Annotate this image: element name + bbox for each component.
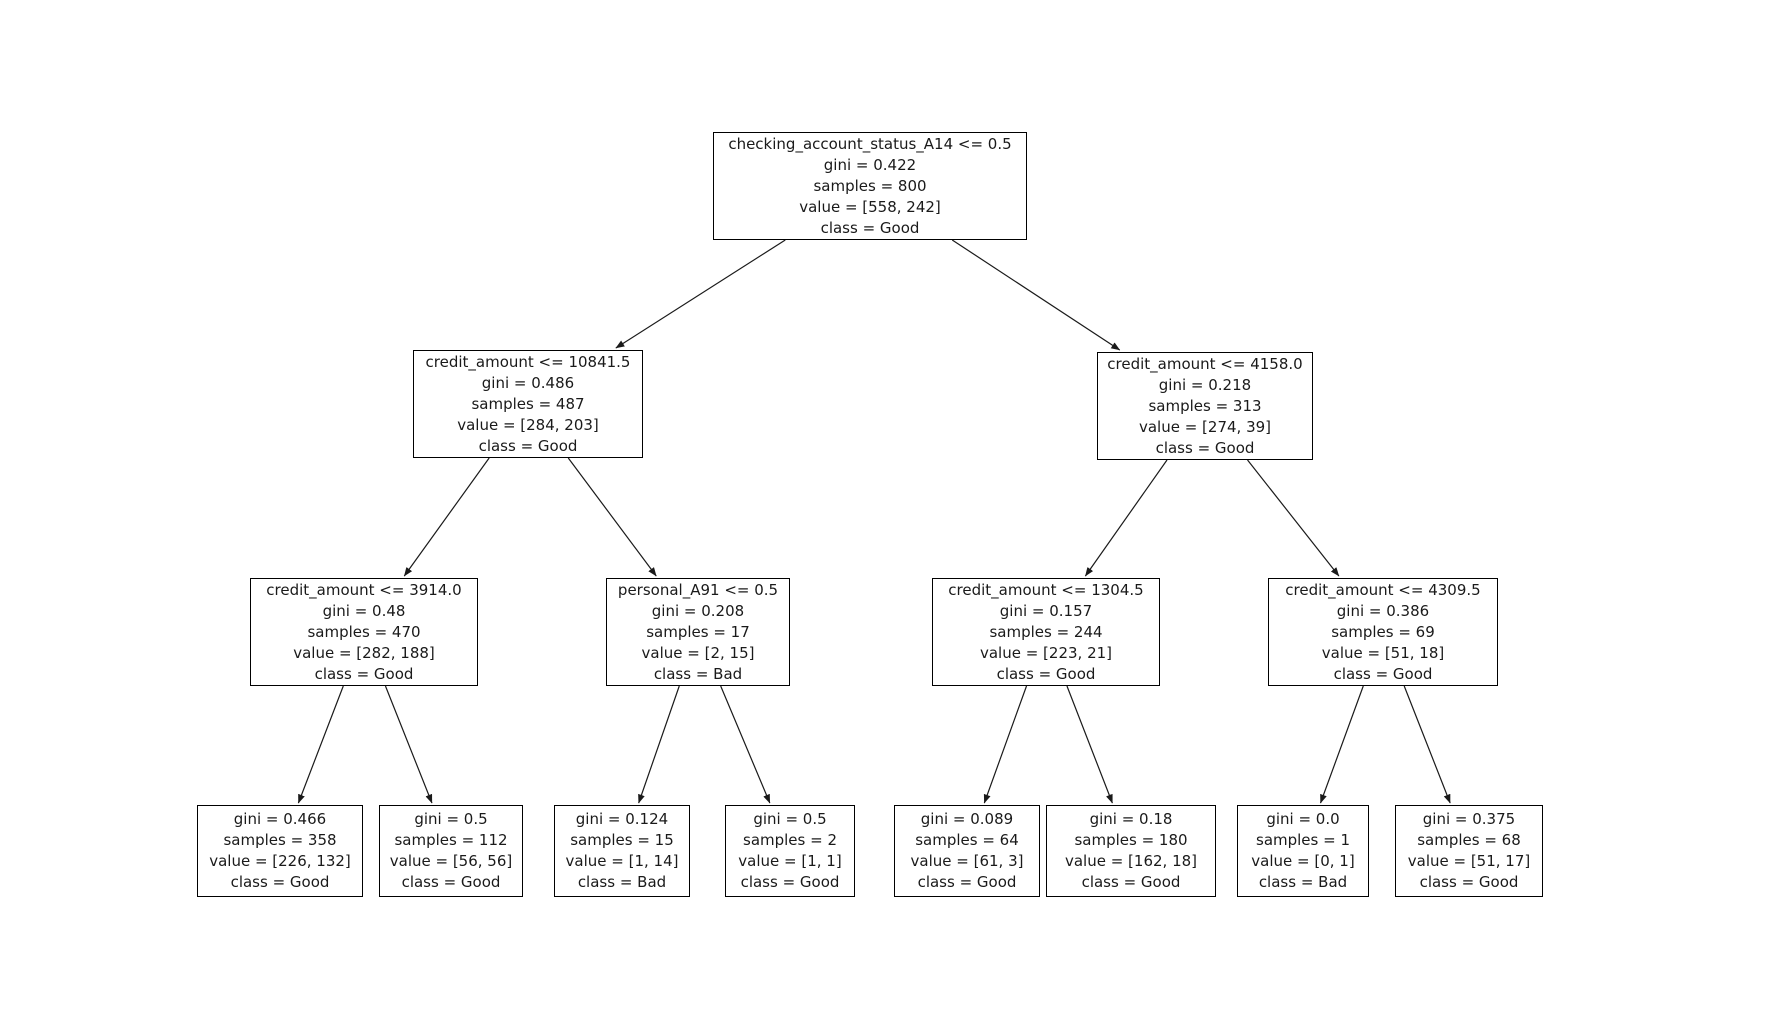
tree-node: credit_amount <= 10841.5 gini = 0.486 samp… xyxy=(413,350,643,458)
node-text-line: gini = 0.466 xyxy=(233,810,327,828)
tree-node: gini = 0.5 samples = 112 value = [56, 56] c… xyxy=(379,805,523,897)
node-text-line: class = Good xyxy=(820,218,920,237)
node-text-line: personal_A91 <= 0.5 xyxy=(617,580,779,599)
tree-node: credit_amount <= 1304.5 gini = 0.157 sampl… xyxy=(932,578,1160,686)
node-text-line: value = [284, 203] xyxy=(457,415,599,434)
node-text-line: gini = 0.5 xyxy=(753,810,827,828)
node-text-line: gini = 0.386 xyxy=(1336,601,1430,620)
node-text-line: gini = 0.208 xyxy=(651,601,745,620)
node-text-line: value = [61, 3] xyxy=(910,852,1024,870)
node-text-line: gini = 0.18 xyxy=(1089,810,1173,828)
node-text-line: samples = 470 xyxy=(307,622,421,641)
tree-edge xyxy=(297,685,344,804)
node-text-line: gini = 0.5 xyxy=(414,810,488,828)
node-text-line: samples = 15 xyxy=(570,831,674,849)
node-text-line: class = Bad xyxy=(653,664,743,683)
tree-node: personal_A91 <= 0.5 gini = 0.208 samples =… xyxy=(606,578,790,686)
node-text-line: gini = 0.124 xyxy=(575,810,669,828)
node-text-line: credit_amount <= 10841.5 xyxy=(425,352,631,371)
node-text-line: class = Good xyxy=(996,664,1096,683)
tree-edge xyxy=(951,239,1121,351)
tree-node: gini = 0.124 samples = 15 value = [1, 14] c… xyxy=(554,805,690,897)
tree-edge xyxy=(720,685,771,804)
tree-node: checking_account_status_A14 <= 0.5 gini =… xyxy=(713,132,1027,240)
node-text-line: value = [558, 242] xyxy=(799,197,941,216)
tree-edge xyxy=(403,457,490,577)
tree-node: gini = 0.466 samples = 358 value = [226, 1… xyxy=(197,805,363,897)
node-text-line: value = [1, 14] xyxy=(565,852,679,870)
tree-node: gini = 0.5 samples = 2 value = [1, 1] class… xyxy=(725,805,855,897)
node-text-line: value = [0, 1] xyxy=(1251,852,1355,870)
tree-node: gini = 0.375 samples = 68 value = [51, 17]… xyxy=(1395,805,1543,897)
node-text-line: samples = 68 xyxy=(1417,831,1521,849)
node-text-line: credit_amount <= 3914.0 xyxy=(266,580,462,599)
node-text-line: class = Good xyxy=(478,436,578,455)
node-text-line: value = [51, 18] xyxy=(1321,643,1445,662)
node-text-line: samples = 244 xyxy=(989,622,1103,641)
node-text-line: gini = 0.486 xyxy=(481,373,575,392)
node-text-line: class = Good xyxy=(314,664,414,683)
node-text-line: class = Good xyxy=(740,873,840,891)
node-text-line: credit_amount <= 4158.0 xyxy=(1107,354,1303,373)
node-text-line: gini = 0.157 xyxy=(999,601,1093,620)
node-text-line: value = [51, 17] xyxy=(1407,852,1531,870)
node-text-line: checking_account_status_A14 <= 0.5 xyxy=(728,134,1012,153)
tree-edge xyxy=(1247,459,1340,577)
node-text-line: samples = 64 xyxy=(915,831,1019,849)
tree-node: credit_amount <= 3914.0 gini = 0.48 sample… xyxy=(250,578,478,686)
node-text-line: samples = 1 xyxy=(1256,831,1350,849)
node-text-line: class = Good xyxy=(401,873,501,891)
node-text-line: value = [226, 132] xyxy=(209,852,351,870)
node-text-line: class = Bad xyxy=(1258,873,1348,891)
tree-edge xyxy=(567,457,657,577)
node-text-line: samples = 180 xyxy=(1074,831,1188,849)
tree-edge xyxy=(1084,459,1168,577)
tree-edge xyxy=(615,239,786,349)
node-text-line: gini = 0.218 xyxy=(1158,375,1252,394)
node-text-line: class = Good xyxy=(1155,438,1255,457)
node-text-line: value = [2, 15] xyxy=(641,643,755,662)
node-text-line: value = [223, 21] xyxy=(979,643,1113,662)
node-text-line: class = Good xyxy=(1419,873,1519,891)
node-text-line: samples = 358 xyxy=(223,831,337,849)
tree-edge xyxy=(638,685,680,804)
node-text-line: class = Good xyxy=(1081,873,1181,891)
node-text-line: class = Good xyxy=(230,873,330,891)
tree-node: credit_amount <= 4309.5 gini = 0.386 sampl… xyxy=(1268,578,1498,686)
node-text-line: gini = 0.422 xyxy=(823,155,917,174)
tree-edge xyxy=(1403,685,1451,804)
node-text-line: class = Good xyxy=(1333,664,1433,683)
node-text-line: credit_amount <= 4309.5 xyxy=(1285,580,1481,599)
tree-node: gini = 0.0 samples = 1 value = [0, 1] class… xyxy=(1237,805,1369,897)
node-text-line: samples = 800 xyxy=(813,176,927,195)
node-text-line: value = [162, 18] xyxy=(1064,852,1198,870)
tree-edge xyxy=(1066,685,1113,804)
node-text-line: samples = 112 xyxy=(394,831,508,849)
node-text-line: value = [1, 1] xyxy=(738,852,842,870)
node-text-line: gini = 0.375 xyxy=(1422,810,1516,828)
node-text-line: class = Bad xyxy=(577,873,667,891)
node-text-line: samples = 69 xyxy=(1331,622,1435,641)
node-text-line: gini = 0.48 xyxy=(322,601,406,620)
node-text-line: class = Good xyxy=(917,873,1017,891)
node-text-line: gini = 0.089 xyxy=(920,810,1014,828)
node-text-line: samples = 17 xyxy=(646,622,750,641)
tree-node: gini = 0.18 samples = 180 value = [162, 18… xyxy=(1046,805,1216,897)
tree-edge xyxy=(983,685,1028,804)
node-text-line: samples = 2 xyxy=(743,831,837,849)
tree-edge xyxy=(384,685,433,804)
node-text-line: value = [282, 188] xyxy=(293,643,435,662)
node-text-line: samples = 313 xyxy=(1148,396,1262,415)
node-text-line: credit_amount <= 1304.5 xyxy=(948,580,1144,599)
tree-node: gini = 0.089 samples = 64 value = [61, 3] c… xyxy=(894,805,1040,897)
node-text-line: value = [56, 56] xyxy=(389,852,513,870)
tree-edge xyxy=(1319,685,1364,804)
node-text-line: gini = 0.0 xyxy=(1266,810,1340,828)
node-text-line: value = [274, 39] xyxy=(1138,417,1272,436)
node-text-line: samples = 487 xyxy=(471,394,585,413)
tree-node: credit_amount <= 4158.0 gini = 0.218 sampl… xyxy=(1097,352,1313,460)
